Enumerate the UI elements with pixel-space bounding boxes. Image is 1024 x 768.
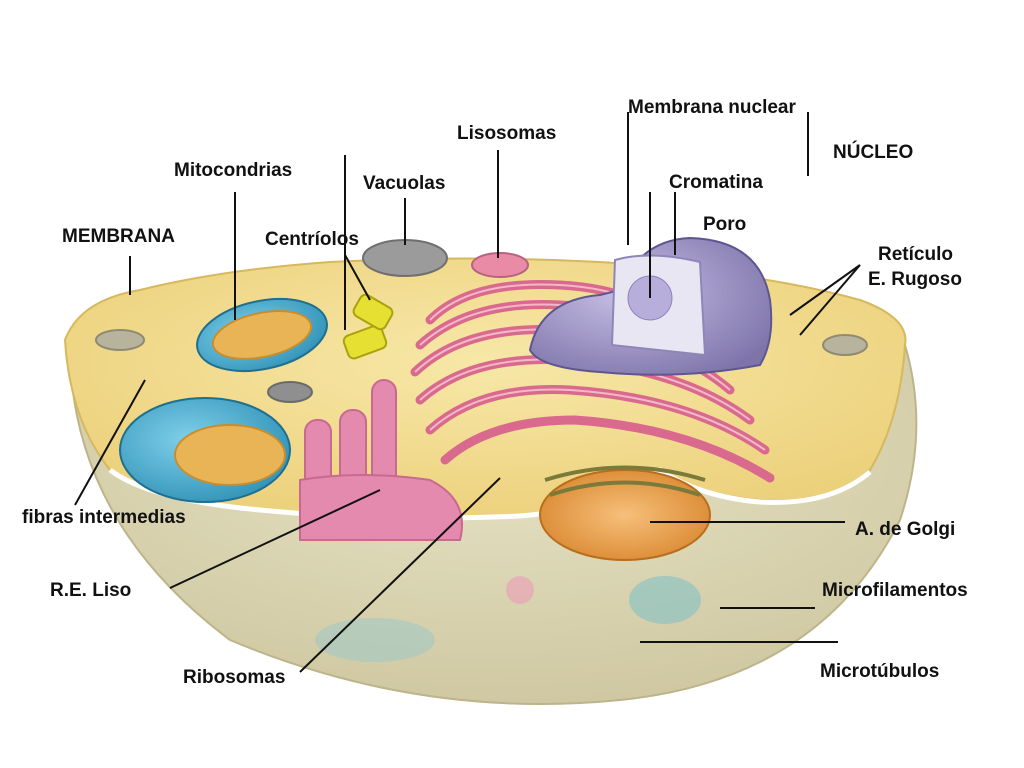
label-membrana: MEMBRANA — [62, 226, 175, 247]
small-vacuole — [267, 381, 313, 403]
label-cromatina: Cromatina — [669, 172, 763, 193]
small-vacuole-2 — [95, 329, 145, 351]
label-golgi: A. de Golgi — [855, 519, 956, 540]
ghost-organelle-3 — [506, 576, 534, 604]
lysosome — [471, 252, 529, 278]
golgi — [539, 465, 711, 561]
label-lisosomas: Lisosomas — [457, 123, 557, 144]
label-centriolos: Centríolos — [265, 229, 359, 250]
label-re-liso: R.E. Liso — [50, 580, 132, 601]
label-ribosomas: Ribosomas — [183, 667, 286, 688]
label-fibras-intermedias: fibras intermedias — [22, 507, 186, 528]
mitochondrion-2 — [119, 397, 291, 503]
mitochondrion-1 — [196, 298, 328, 372]
vacuole — [362, 239, 448, 277]
label-reticulo-1: Retículo — [878, 244, 953, 265]
label-microtubulos: Microtúbulos — [820, 661, 940, 682]
small-vacuole-3 — [822, 334, 868, 356]
label-microfilamentos: Microfilamentos — [822, 580, 968, 601]
label-membrana-nuclear: Membrana nuclear — [628, 97, 796, 118]
label-reticulo-2: E. Rugoso — [868, 269, 962, 290]
leader-lines — [74, 112, 861, 673]
label-poro: Poro — [703, 214, 747, 235]
label-mitocondrias: Mitocondrias — [174, 160, 293, 181]
ghost-organelle-2 — [629, 576, 701, 624]
label-nucleo: NÚCLEO — [833, 142, 914, 163]
centrioles — [342, 293, 394, 360]
label-vacuolas: Vacuolas — [363, 173, 446, 194]
